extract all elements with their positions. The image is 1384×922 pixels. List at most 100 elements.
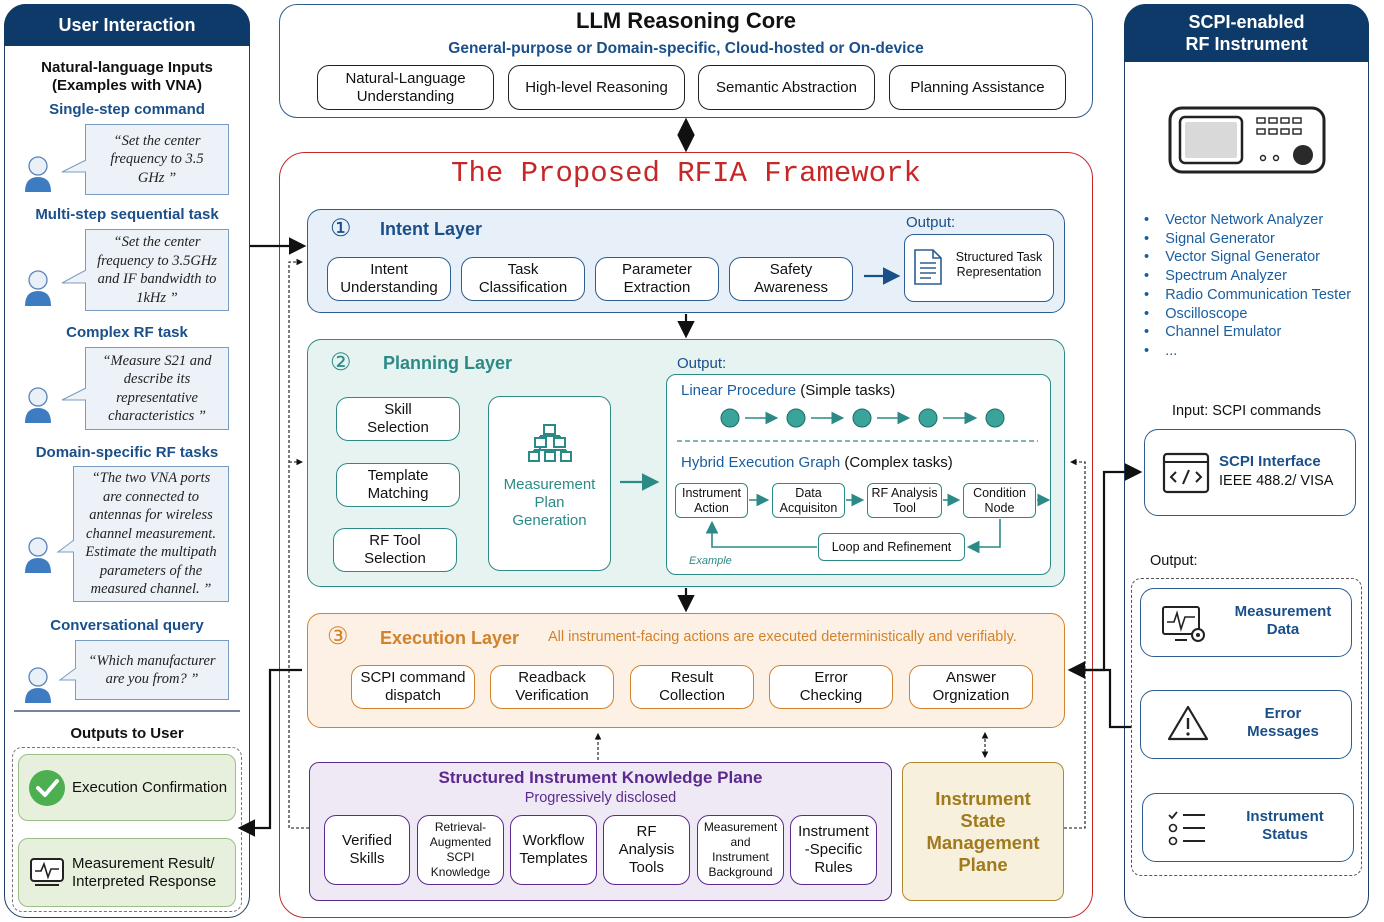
- instrument-outputs-group: [1131, 578, 1362, 876]
- execution-note: All instrument-facing actions are execut…: [548, 629, 1017, 645]
- intent-output-label: Output:: [906, 214, 956, 231]
- document-icon: [914, 249, 942, 285]
- section-title-complex: Complex RF task: [66, 324, 188, 341]
- list-item: • Vector Network Analyzer: [1144, 212, 1324, 228]
- outputs-to-user-heading: Outputs to User: [70, 725, 184, 742]
- section-title-single-step: Single-step command: [49, 101, 205, 118]
- measurement-result-card: Measurement Result/Interpreted Response: [18, 838, 236, 907]
- section-title-domain: Domain-specific RF tasks: [35, 444, 219, 461]
- execution-title: Execution Layer: [380, 628, 520, 648]
- planning-number: ②: [330, 349, 352, 376]
- execution-confirmation-label: Execution Confirmation: [72, 779, 228, 796]
- section-title-conversational: Conversational query: [50, 617, 204, 634]
- user-icon: [25, 270, 51, 306]
- intent-number: ①: [330, 215, 352, 242]
- list-item: • Spectrum Analyzer: [1144, 268, 1287, 285]
- monitor-icon: [30, 858, 64, 886]
- list-item: • Vector Signal Generator: [1144, 249, 1320, 266]
- list-item: • Oscilloscope: [1144, 305, 1248, 322]
- instrument-list: • Vector Network Analyzer • Signal Gener…: [1144, 211, 1351, 361]
- planning-output-label: Output:: [677, 355, 727, 372]
- user-icon: [25, 156, 51, 192]
- user-icon: [25, 667, 51, 703]
- execution-number: ③: [327, 623, 349, 650]
- planning-title: Planning Layer: [383, 353, 513, 373]
- hierarchy-icon: [528, 424, 572, 462]
- list-item: • Channel Emulator: [1144, 324, 1282, 341]
- knowledge-subtitle: Progressively disclosed: [524, 790, 677, 806]
- user-interaction-title: User Interaction: [4, 4, 250, 46]
- scpi-interface-title: SCPI Interface: [1219, 453, 1321, 470]
- intent-title: Intent Layer: [380, 219, 483, 239]
- list-item: • Radio Communication Tester: [1144, 286, 1352, 303]
- user-icon: [25, 387, 51, 423]
- llm-core-panel: [279, 4, 1093, 118]
- user-icon: [25, 537, 51, 573]
- inputs-heading: Natural-language Inputs: [41, 59, 213, 76]
- llm-core-subtitle: General-purpose or Domain-specific, Clou…: [448, 40, 924, 57]
- scpi-interface-box: SCPI Interface IEEE 488.2/ VISA: [1144, 429, 1356, 516]
- checklist-icon: [1168, 811, 1205, 846]
- llm-core-title: LLM Reasoning Core: [575, 8, 796, 33]
- input-scpi-label: Input: SCPI commands: [1171, 403, 1322, 419]
- scpi-interface-sub: IEEE 488.2/ VISA: [1219, 473, 1334, 489]
- measurement-result-label: Measurement Result/Interpreted Response: [72, 855, 217, 890]
- core-chip-abstraction: Semantic Abstraction: [698, 65, 875, 110]
- knowledge-title: Structured Instrument Knowledge Plane: [438, 768, 763, 787]
- section-title-multi-step: Multi-step sequential task: [35, 206, 219, 223]
- hybrid-graph-title: Hybrid Execution Graph (Complex tasks): [681, 454, 953, 471]
- execution-confirmation-card: Execution Confirmation: [18, 754, 236, 821]
- rf-instrument-icon: [1168, 106, 1326, 174]
- list-item: • Signal Generator: [1144, 230, 1275, 247]
- monitor-gear-icon: [1162, 606, 1205, 642]
- list-item: • ...: [1144, 342, 1178, 359]
- core-chip-reasoning: High-level Reasoning: [508, 65, 685, 110]
- left-bubble-graphics: [14, 156, 240, 712]
- warning-icon: [1167, 705, 1209, 741]
- example-label: Example: [689, 555, 732, 567]
- framework-title: The Proposed RFIA Framework: [451, 157, 921, 190]
- check-circle-icon: [29, 770, 65, 806]
- output-label: Output:: [1150, 553, 1198, 569]
- loop-refinement-node: Loop and Refinement: [818, 533, 965, 561]
